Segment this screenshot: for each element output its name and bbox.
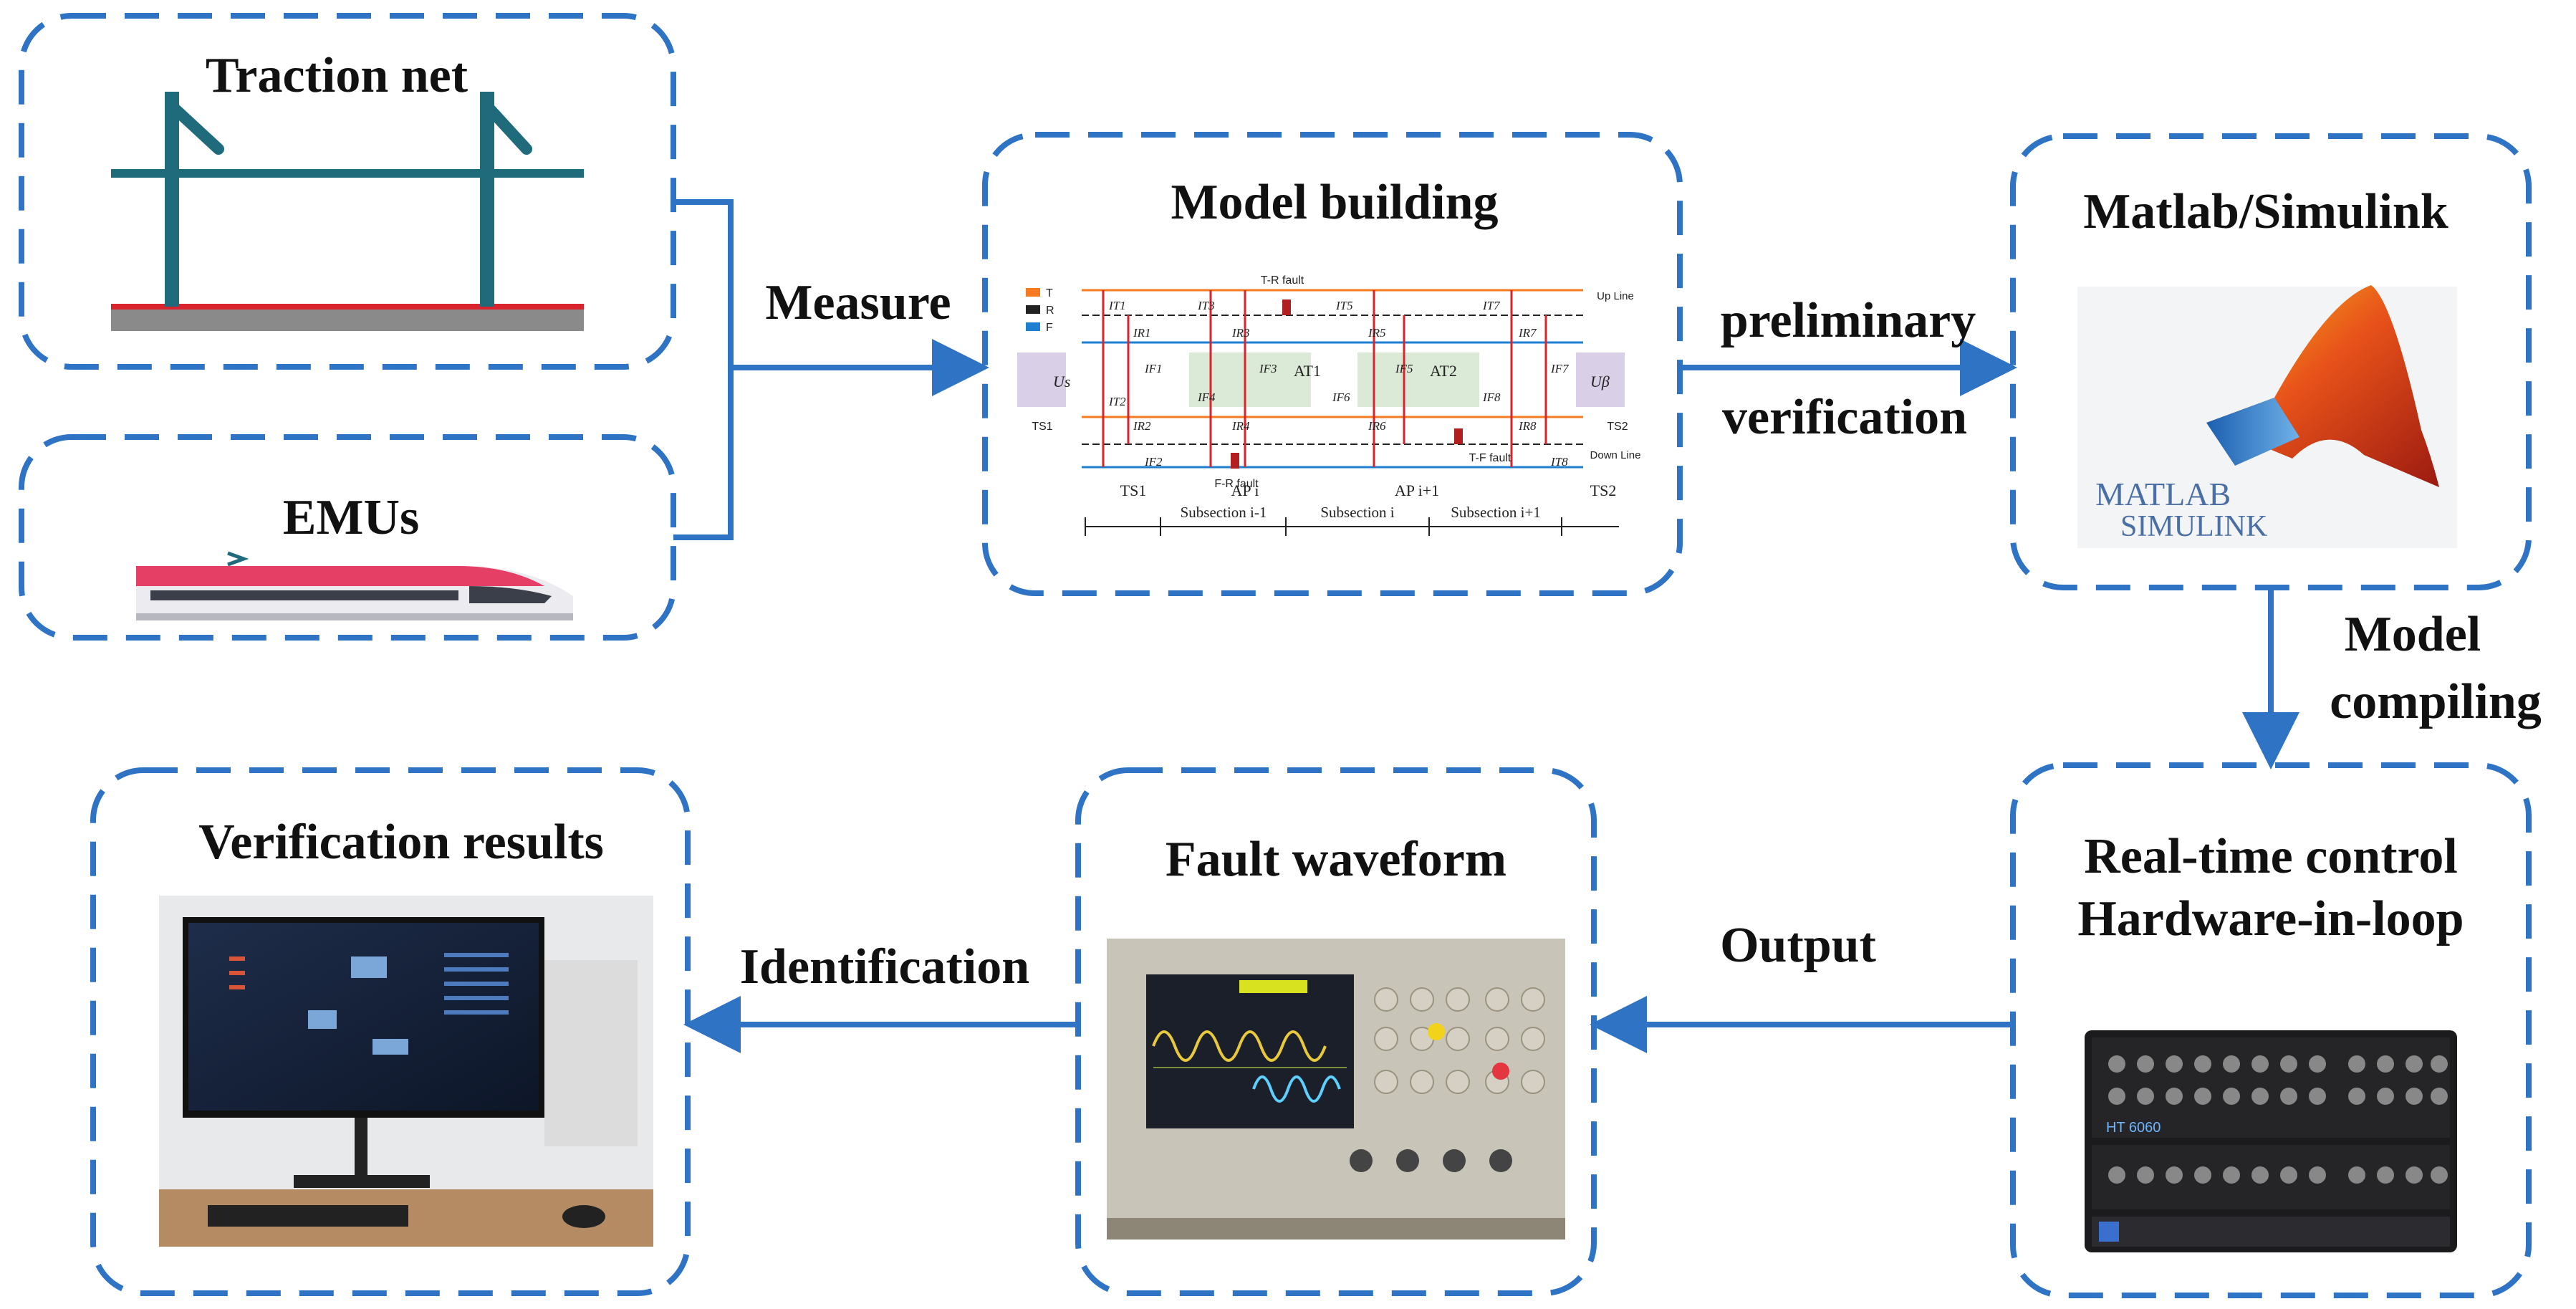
current-label: IF4 — [1197, 390, 1216, 404]
at2-block — [1357, 353, 1479, 407]
subsection-i-minus-1: Subsection i-1 — [1181, 504, 1267, 521]
current-label: IR3 — [1231, 326, 1250, 340]
legend-swatch-t — [1026, 288, 1040, 297]
matlab-logo: MATLAB SIMULINK — [2077, 285, 2457, 548]
legend-t: T — [1046, 287, 1053, 299]
catenary-mast-icon — [111, 92, 584, 331]
connector-lines — [673, 199, 2299, 1053]
current-label: IR4 — [1231, 419, 1250, 433]
current-label: IT8 — [1550, 455, 1568, 469]
high-speed-train-icon — [136, 551, 573, 620]
current-label: IR6 — [1368, 419, 1386, 433]
current-label: IR8 — [1518, 419, 1537, 433]
emus-box — [19, 434, 676, 641]
edge-label-verification: verification — [1722, 390, 1967, 445]
station-label-ts1-left: TS1 — [1032, 421, 1052, 433]
subsection-i: Subsection i — [1320, 504, 1394, 521]
current-label: IT1 — [1108, 299, 1126, 312]
current-label: IR2 — [1133, 419, 1151, 433]
hil-device-label: HT 6060 — [2106, 1120, 2161, 1136]
current-label: IF2 — [1144, 455, 1163, 469]
transformer-at1: AT1 — [1294, 362, 1321, 380]
current-label: IT7 — [1482, 299, 1501, 312]
fault-label-tr: T-R fault — [1261, 274, 1304, 287]
bottom-label-ap-i: AP i — [1231, 481, 1259, 499]
monitor-dashboard-icon — [159, 896, 653, 1247]
edge-label-model: Model — [2345, 607, 2481, 662]
hil-simulator-rack-icon: HT 6060 — [2085, 1030, 2457, 1252]
current-label: IR5 — [1368, 326, 1386, 340]
current-label: IT3 — [1197, 299, 1215, 312]
fault-label-tf: T-F fault — [1469, 452, 1512, 464]
traction-to-junction-line — [673, 199, 734, 540]
current-label: IF1 — [1144, 362, 1163, 375]
matlab-logo-text: MATLAB — [2095, 476, 2231, 512]
current-label: IR7 — [1518, 326, 1537, 340]
oscilloscope-icon — [1107, 939, 1565, 1240]
current-label: IF5 — [1395, 362, 1413, 375]
emus-title: EMUs — [283, 490, 420, 545]
up-line-label: Up Line — [1597, 290, 1634, 302]
realtime-title-line2: Hardware-in-loop — [2077, 891, 2464, 946]
current-label: IF6 — [1332, 390, 1350, 404]
matlab-title: Matlab/Simulink — [2083, 184, 2448, 239]
traction-net-title: Traction net — [206, 48, 468, 103]
down-line-label: Down Line — [1590, 449, 1641, 461]
realtime-title-line1: Real-time control — [2084, 829, 2458, 884]
transformer-at2: AT2 — [1430, 362, 1457, 380]
model-building-title: Model building — [1171, 175, 1498, 230]
traction-network-schematic: T R F T-R fault F-R fault T — [1017, 274, 1640, 536]
legend-f: F — [1046, 322, 1053, 334]
subsection-i-plus-1: Subsection i+1 — [1451, 504, 1541, 521]
legend-r: R — [1046, 305, 1054, 317]
bottom-label-ts2: TS2 — [1590, 481, 1617, 499]
edge-label-identification: Identification — [740, 939, 1029, 994]
fault-waveform-title: Fault waveform — [1166, 832, 1506, 887]
fault-label-fr: F-R fault — [1214, 478, 1259, 490]
traction-net-box — [19, 13, 676, 370]
verification-title: Verification results — [198, 815, 604, 870]
station-label-ts2-right: TS2 — [1607, 421, 1628, 433]
bottom-label-ap-i1: AP i+1 — [1395, 481, 1439, 499]
source-ubeta: Uβ — [1590, 373, 1610, 390]
ts2-source-block — [1576, 353, 1625, 407]
edge-label-measure: Measure — [765, 275, 951, 330]
current-label: IR1 — [1133, 326, 1151, 340]
verification-box — [90, 767, 691, 1296]
legend-swatch-r — [1026, 305, 1040, 314]
realtime-box — [2010, 762, 2532, 1298]
bottom-label-ts1: TS1 — [1120, 481, 1147, 499]
current-label: IT5 — [1335, 299, 1353, 312]
current-label: IF7 — [1550, 362, 1570, 375]
simulink-logo-text: SIMULINK — [2120, 510, 2267, 543]
at1-block — [1189, 353, 1311, 407]
current-label: IF8 — [1482, 390, 1501, 404]
current-label: IT2 — [1108, 395, 1126, 408]
edge-label-output: Output — [1720, 918, 1876, 973]
ts1-source-block — [1017, 353, 1066, 407]
edge-label-compiling: compiling — [2330, 674, 2542, 729]
current-label: IF3 — [1259, 362, 1277, 375]
edge-label-preliminary: preliminary — [1721, 293, 1976, 348]
legend-swatch-f — [1026, 322, 1040, 331]
source-us: Us — [1053, 373, 1070, 390]
